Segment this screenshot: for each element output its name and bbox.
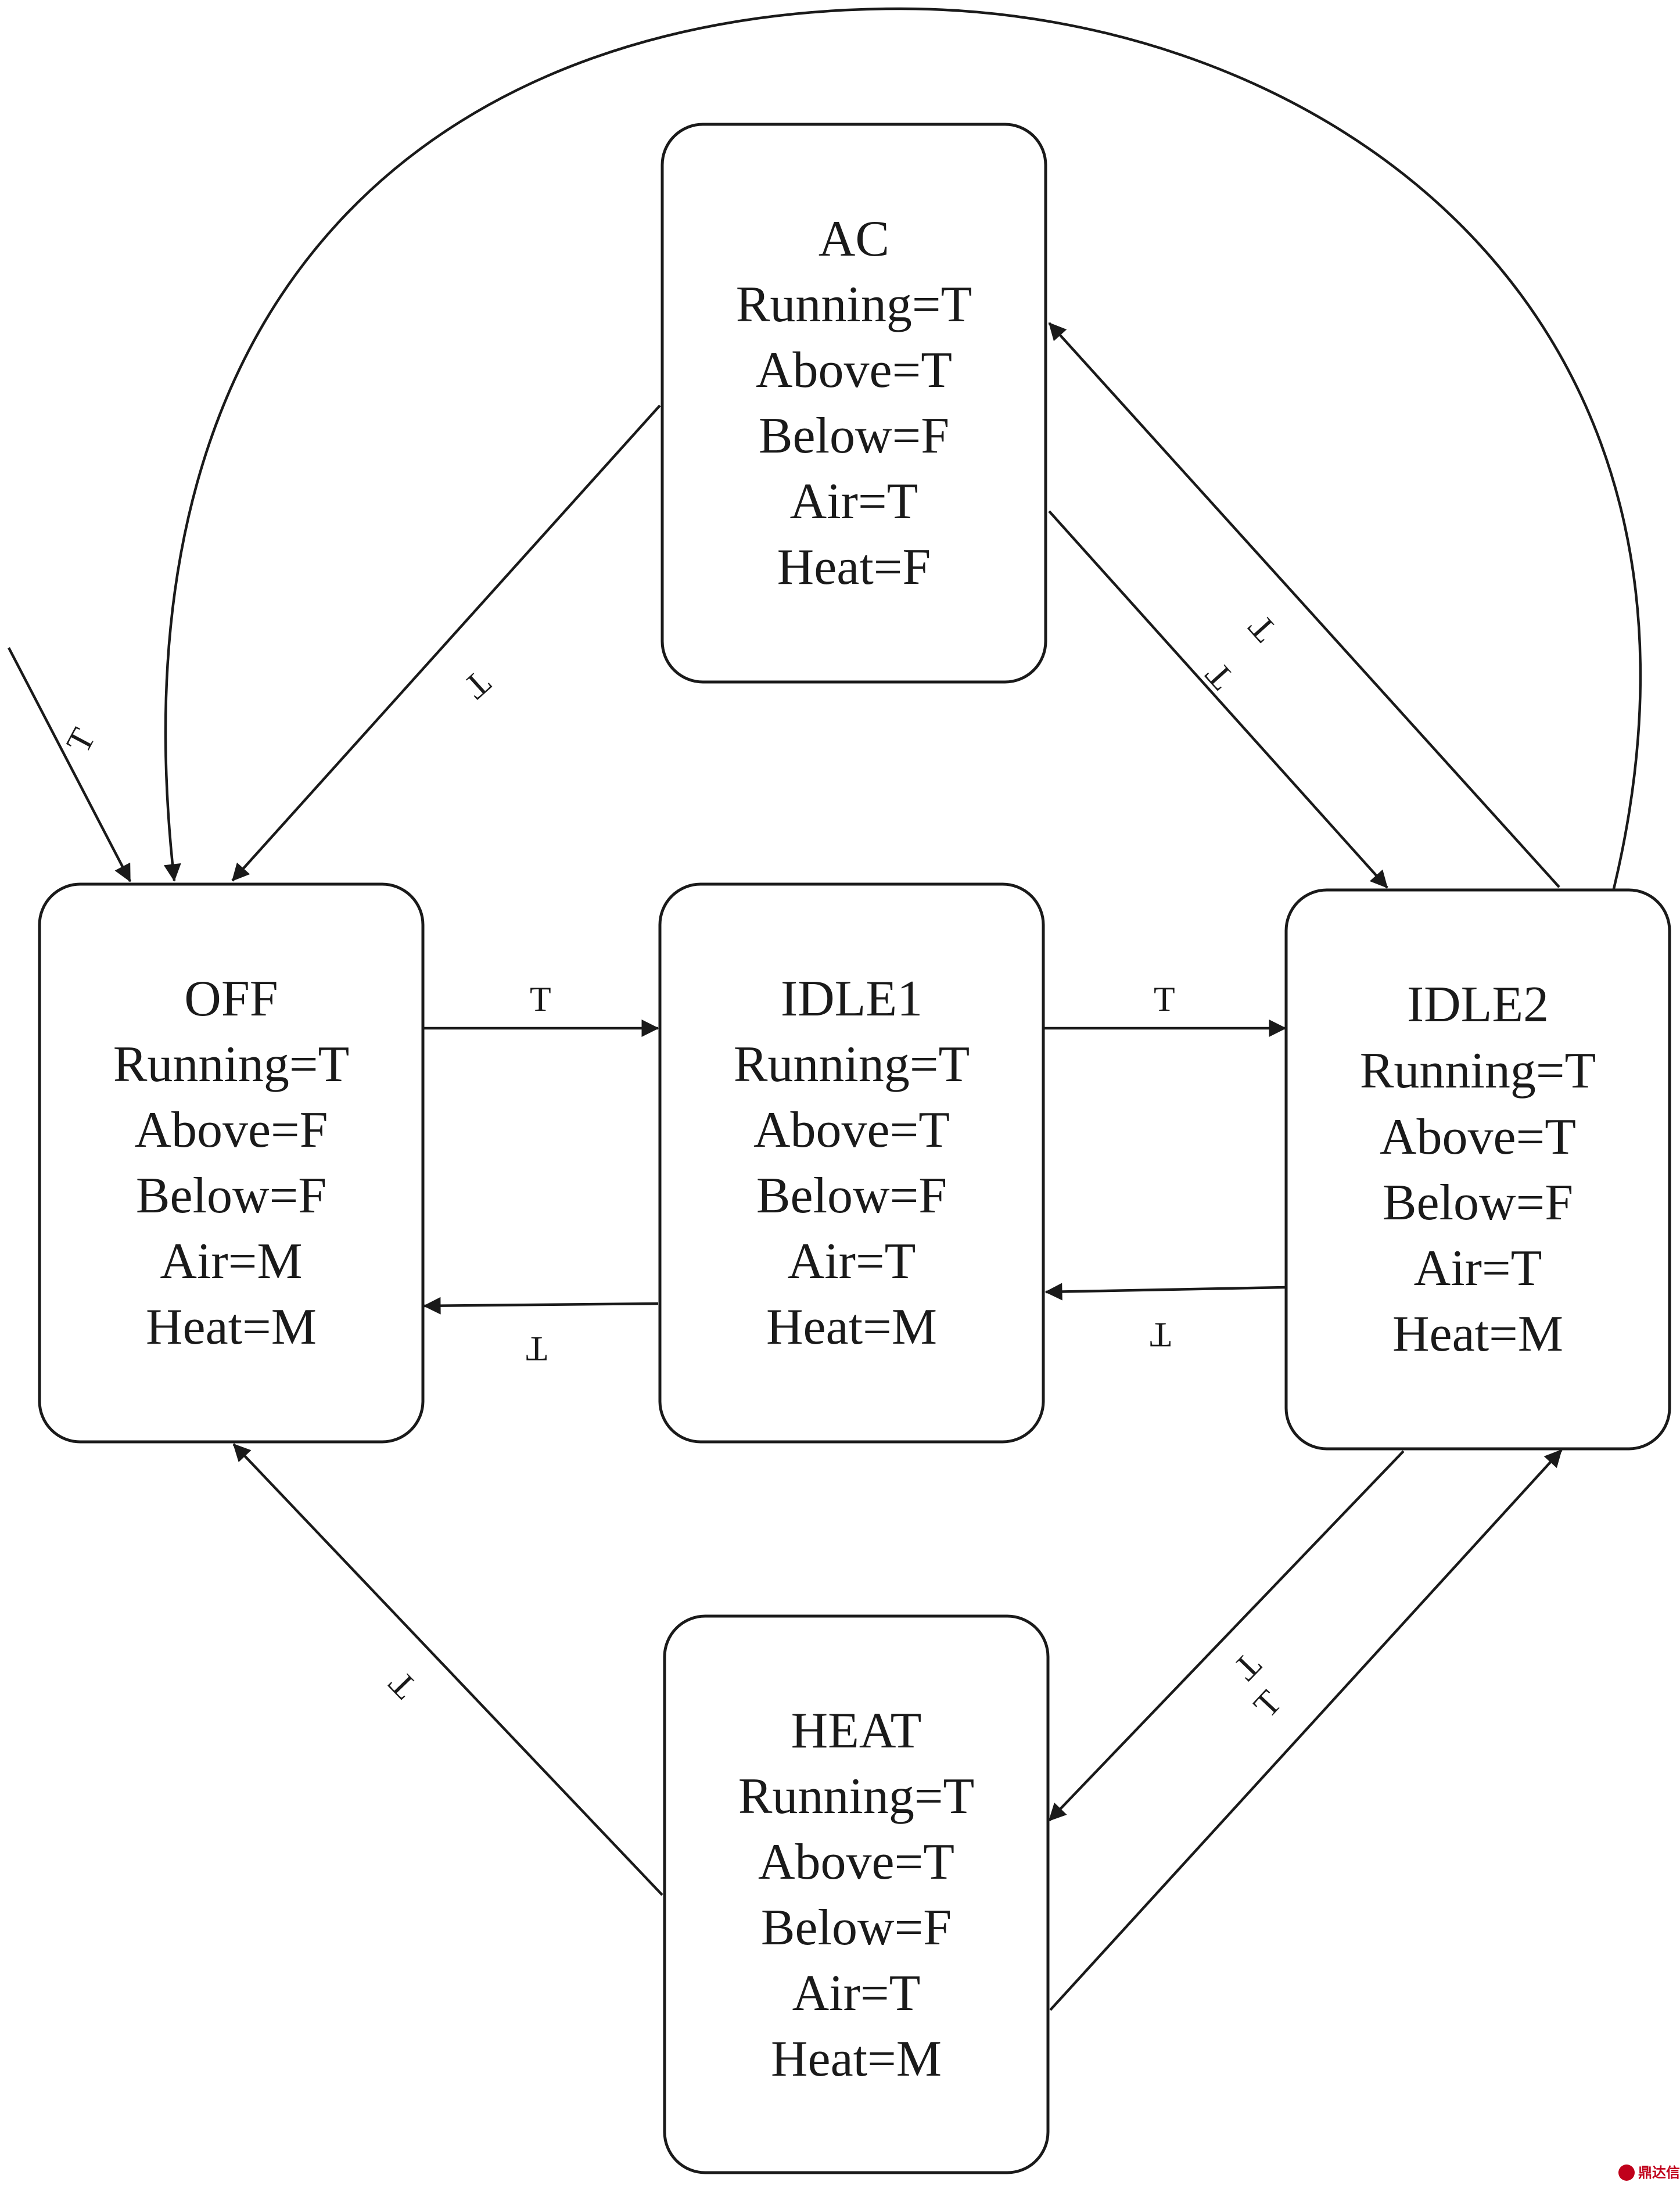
state-off-line-running: Running=T (113, 1036, 350, 1093)
edge-idle2-to-off-arc (163, 7, 1642, 889)
state-idle2-line-below: Below=F (1383, 1175, 1573, 1231)
state-heat-line-below: Below=F (761, 1900, 952, 1956)
state-idle1-line-running: Running=T (734, 1036, 970, 1093)
state-heat: HEAT Running=T Above=T Below=F Air=T Hea… (663, 1614, 1050, 2174)
state-idle1-line-above: Above=T (753, 1102, 950, 1158)
state-idle2-line-above: Above=T (1380, 1109, 1576, 1165)
state-idle1: IDLE1 Running=T Above=T Below=F Air=T He… (658, 882, 1045, 1444)
edge-label-idle2-to-heat: T (1226, 1646, 1269, 1688)
edge-label-idle2-to-idle1: T (1150, 1316, 1171, 1354)
state-idle2: IDLE2 Running=T Above=T Below=F Air=T He… (1284, 888, 1671, 1451)
edge-label-idle1-to-off: T (526, 1330, 547, 1368)
state-off-line-above: Above=F (134, 1102, 328, 1158)
edge-idle2-to-idle1 (1044, 1283, 1286, 1301)
edge-idle2-to-heat (1048, 1450, 1405, 1822)
edge-label-initial-to-off: T (59, 722, 102, 759)
edge-label-ac-to-off: T (457, 663, 498, 706)
watermark-text: 鼎达信 (1638, 2165, 1680, 2181)
state-off-box (38, 882, 425, 1444)
edge-ac-to-off (231, 404, 661, 882)
state-heat-title: HEAT (791, 1703, 922, 1759)
state-idle2-title: IDLE2 (1407, 977, 1549, 1033)
edge-heat-to-off (232, 1443, 663, 1896)
edge-idle1-to-off (423, 1297, 659, 1315)
edge-initial-to-off (8, 647, 131, 882)
state-ac-line-air: Air=T (790, 473, 918, 530)
state-heat-line-above: Above=T (758, 1834, 954, 1890)
state-idle1-line-air: Air=T (788, 1233, 916, 1290)
state-heat-line-running: Running=T (738, 1768, 975, 1825)
edge-label-ac-to-idle2: T (1198, 655, 1241, 697)
edge-heat-to-idle2 (1049, 1449, 1563, 2011)
state-off: OFF Running=T Above=F Below=F Air=M Heat… (38, 882, 425, 1444)
state-idle2-box (1284, 888, 1671, 1451)
state-ac: AC Running=T Above=T Below=F Air=T Heat=… (660, 123, 1047, 684)
state-idle1-box (658, 882, 1045, 1444)
edge-label-idle1-to-idle2: T (1154, 980, 1175, 1018)
edge-label-heat-to-idle2: T (1246, 1683, 1288, 1725)
edge-ac-to-idle2 (1048, 510, 1388, 889)
state-idle1-line-heat: Heat=M (766, 1299, 937, 1355)
watermark-logo-icon (1618, 2165, 1635, 2181)
state-idle1-line-below: Below=F (756, 1168, 947, 1224)
state-ac-title: AC (819, 211, 889, 267)
state-ac-line-heat: Heat=F (777, 539, 931, 595)
state-ac-line-below: Below=F (759, 408, 949, 464)
edge-label-idle2-to-ac: T (1241, 608, 1284, 649)
state-off-line-air: Air=M (160, 1233, 302, 1290)
state-off-line-heat: Heat=M (146, 1299, 317, 1355)
state-off-line-below: Below=F (136, 1168, 326, 1224)
state-off-title: OFF (184, 971, 278, 1027)
state-idle2-line-heat: Heat=M (1392, 1306, 1563, 1362)
state-ac-box (660, 123, 1047, 684)
state-idle2-line-air: Air=T (1414, 1240, 1542, 1297)
watermark: 鼎达信 (1618, 2165, 1680, 2181)
state-heat-line-heat: Heat=M (771, 2031, 942, 2087)
state-ac-line-above: Above=T (756, 342, 952, 399)
state-idle2-line-running: Running=T (1360, 1043, 1596, 1099)
state-heat-box (663, 1614, 1050, 2174)
state-idle1-title: IDLE1 (781, 971, 922, 1027)
state-heat-line-air: Air=T (792, 1965, 921, 2022)
edge-label-off-to-idle1: T (530, 980, 551, 1018)
edge-label-heat-to-off: T (381, 1664, 423, 1706)
state-ac-line-running: Running=T (736, 277, 972, 333)
edge-idle2-to-ac (1048, 322, 1560, 888)
